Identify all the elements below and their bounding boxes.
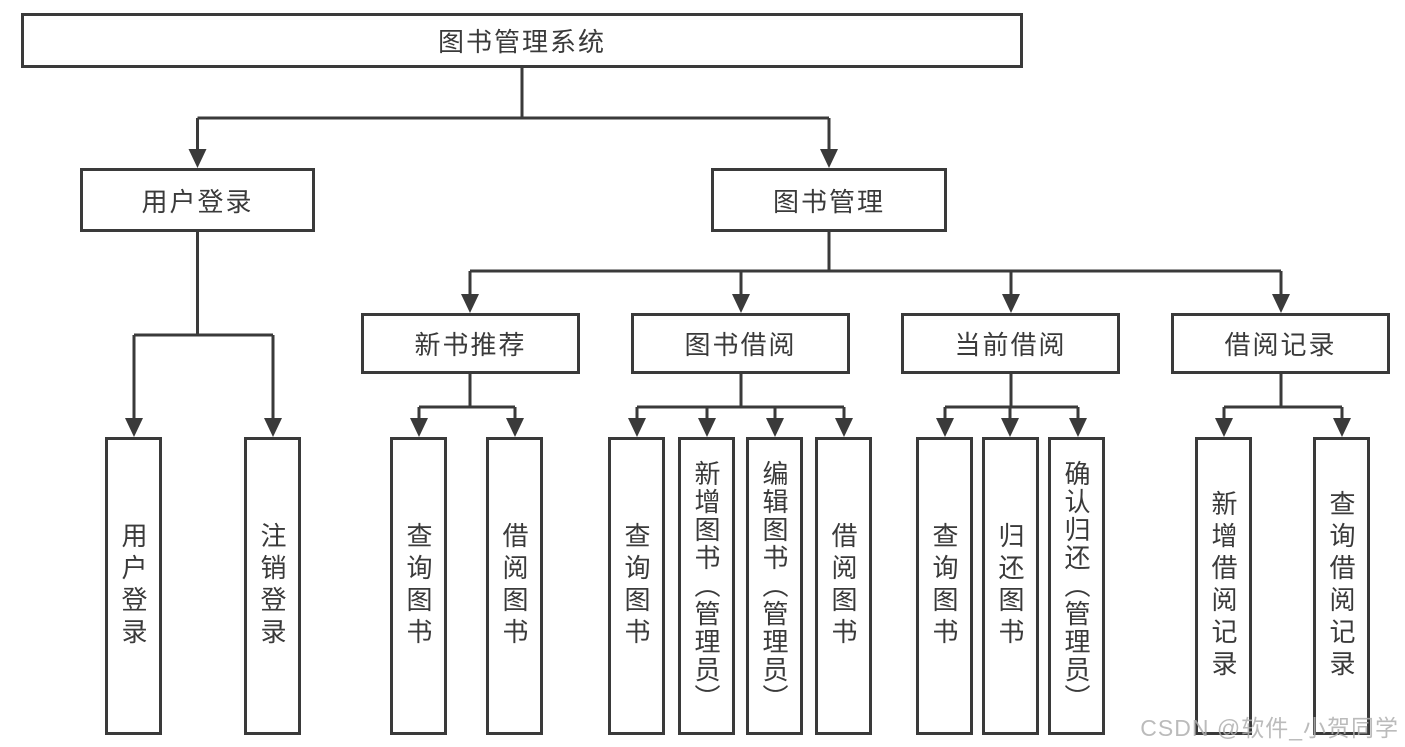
node-user-login: 用户登录 xyxy=(80,168,315,232)
connector-book-borrow-to-leaves xyxy=(635,374,846,419)
node-leaf-borrow-book-2: 借阅图书 xyxy=(815,437,872,735)
node-leaf-user-login: 用户登录 xyxy=(105,437,162,735)
node-current-borrow: 当前借阅 xyxy=(901,313,1120,374)
node-leaf-query-book-2: 查询图书 xyxy=(608,437,665,735)
arrowhead xyxy=(1215,418,1233,437)
arrowhead xyxy=(1272,294,1290,313)
connector-current-borrow-to-leaves xyxy=(943,374,1080,419)
connector-borrow-record-to-leaves xyxy=(1222,374,1344,419)
arrowhead xyxy=(410,418,428,437)
arrowhead xyxy=(188,149,207,168)
arrowhead xyxy=(461,294,479,313)
arrowhead xyxy=(820,149,838,168)
node-book-borrow: 图书借阅 xyxy=(631,313,850,374)
node-leaf-edit-book-admin: 编辑图书（管理员） xyxy=(746,437,803,735)
arrowhead xyxy=(835,418,853,437)
arrowhead xyxy=(698,418,716,437)
node-borrow-record: 借阅记录 xyxy=(1171,313,1390,374)
node-leaf-add-book-admin: 新增图书（管理员） xyxy=(678,437,735,735)
connector-new-book-rec-to-leaves xyxy=(417,374,517,419)
node-leaf-query-book-1: 查询图书 xyxy=(390,437,447,735)
node-leaf-borrow-book-1: 借阅图书 xyxy=(486,437,543,735)
node-leaf-add-borrow-record: 新增借阅记录 xyxy=(1195,437,1252,735)
arrowhead xyxy=(766,418,784,437)
node-leaf-query-borrow-record: 查询借阅记录 xyxy=(1313,437,1370,735)
node-book-management: 图书管理 xyxy=(711,168,947,232)
arrowhead xyxy=(125,418,143,437)
arrowhead xyxy=(1333,418,1351,437)
arrowhead xyxy=(628,418,646,437)
node-book-management-system: 图书管理系统 xyxy=(21,13,1023,68)
node-new-book-recommend: 新书推荐 xyxy=(361,313,580,374)
csdn-watermark: CSDN @软件_小贺同学 xyxy=(1140,715,1399,741)
arrowhead xyxy=(1002,294,1020,313)
arrowhead xyxy=(506,418,524,437)
node-leaf-query-book-3: 查询图书 xyxy=(916,437,973,735)
arrowhead xyxy=(1069,418,1087,437)
node-leaf-return-book: 归还图书 xyxy=(982,437,1039,735)
arrowheads xyxy=(125,149,1351,437)
node-leaf-logout: 注销登录 xyxy=(244,437,301,735)
arrowhead xyxy=(936,418,954,437)
arrowhead xyxy=(264,418,282,437)
connector-root-to-level2 xyxy=(196,68,831,150)
connector-book-mgmt-to-level3 xyxy=(468,232,1283,295)
connector-user-login-to-leaves xyxy=(132,232,275,419)
arrowhead xyxy=(1001,418,1019,437)
arrowhead xyxy=(732,294,750,313)
node-leaf-confirm-return-admin: 确认归还（管理员） xyxy=(1048,437,1105,735)
